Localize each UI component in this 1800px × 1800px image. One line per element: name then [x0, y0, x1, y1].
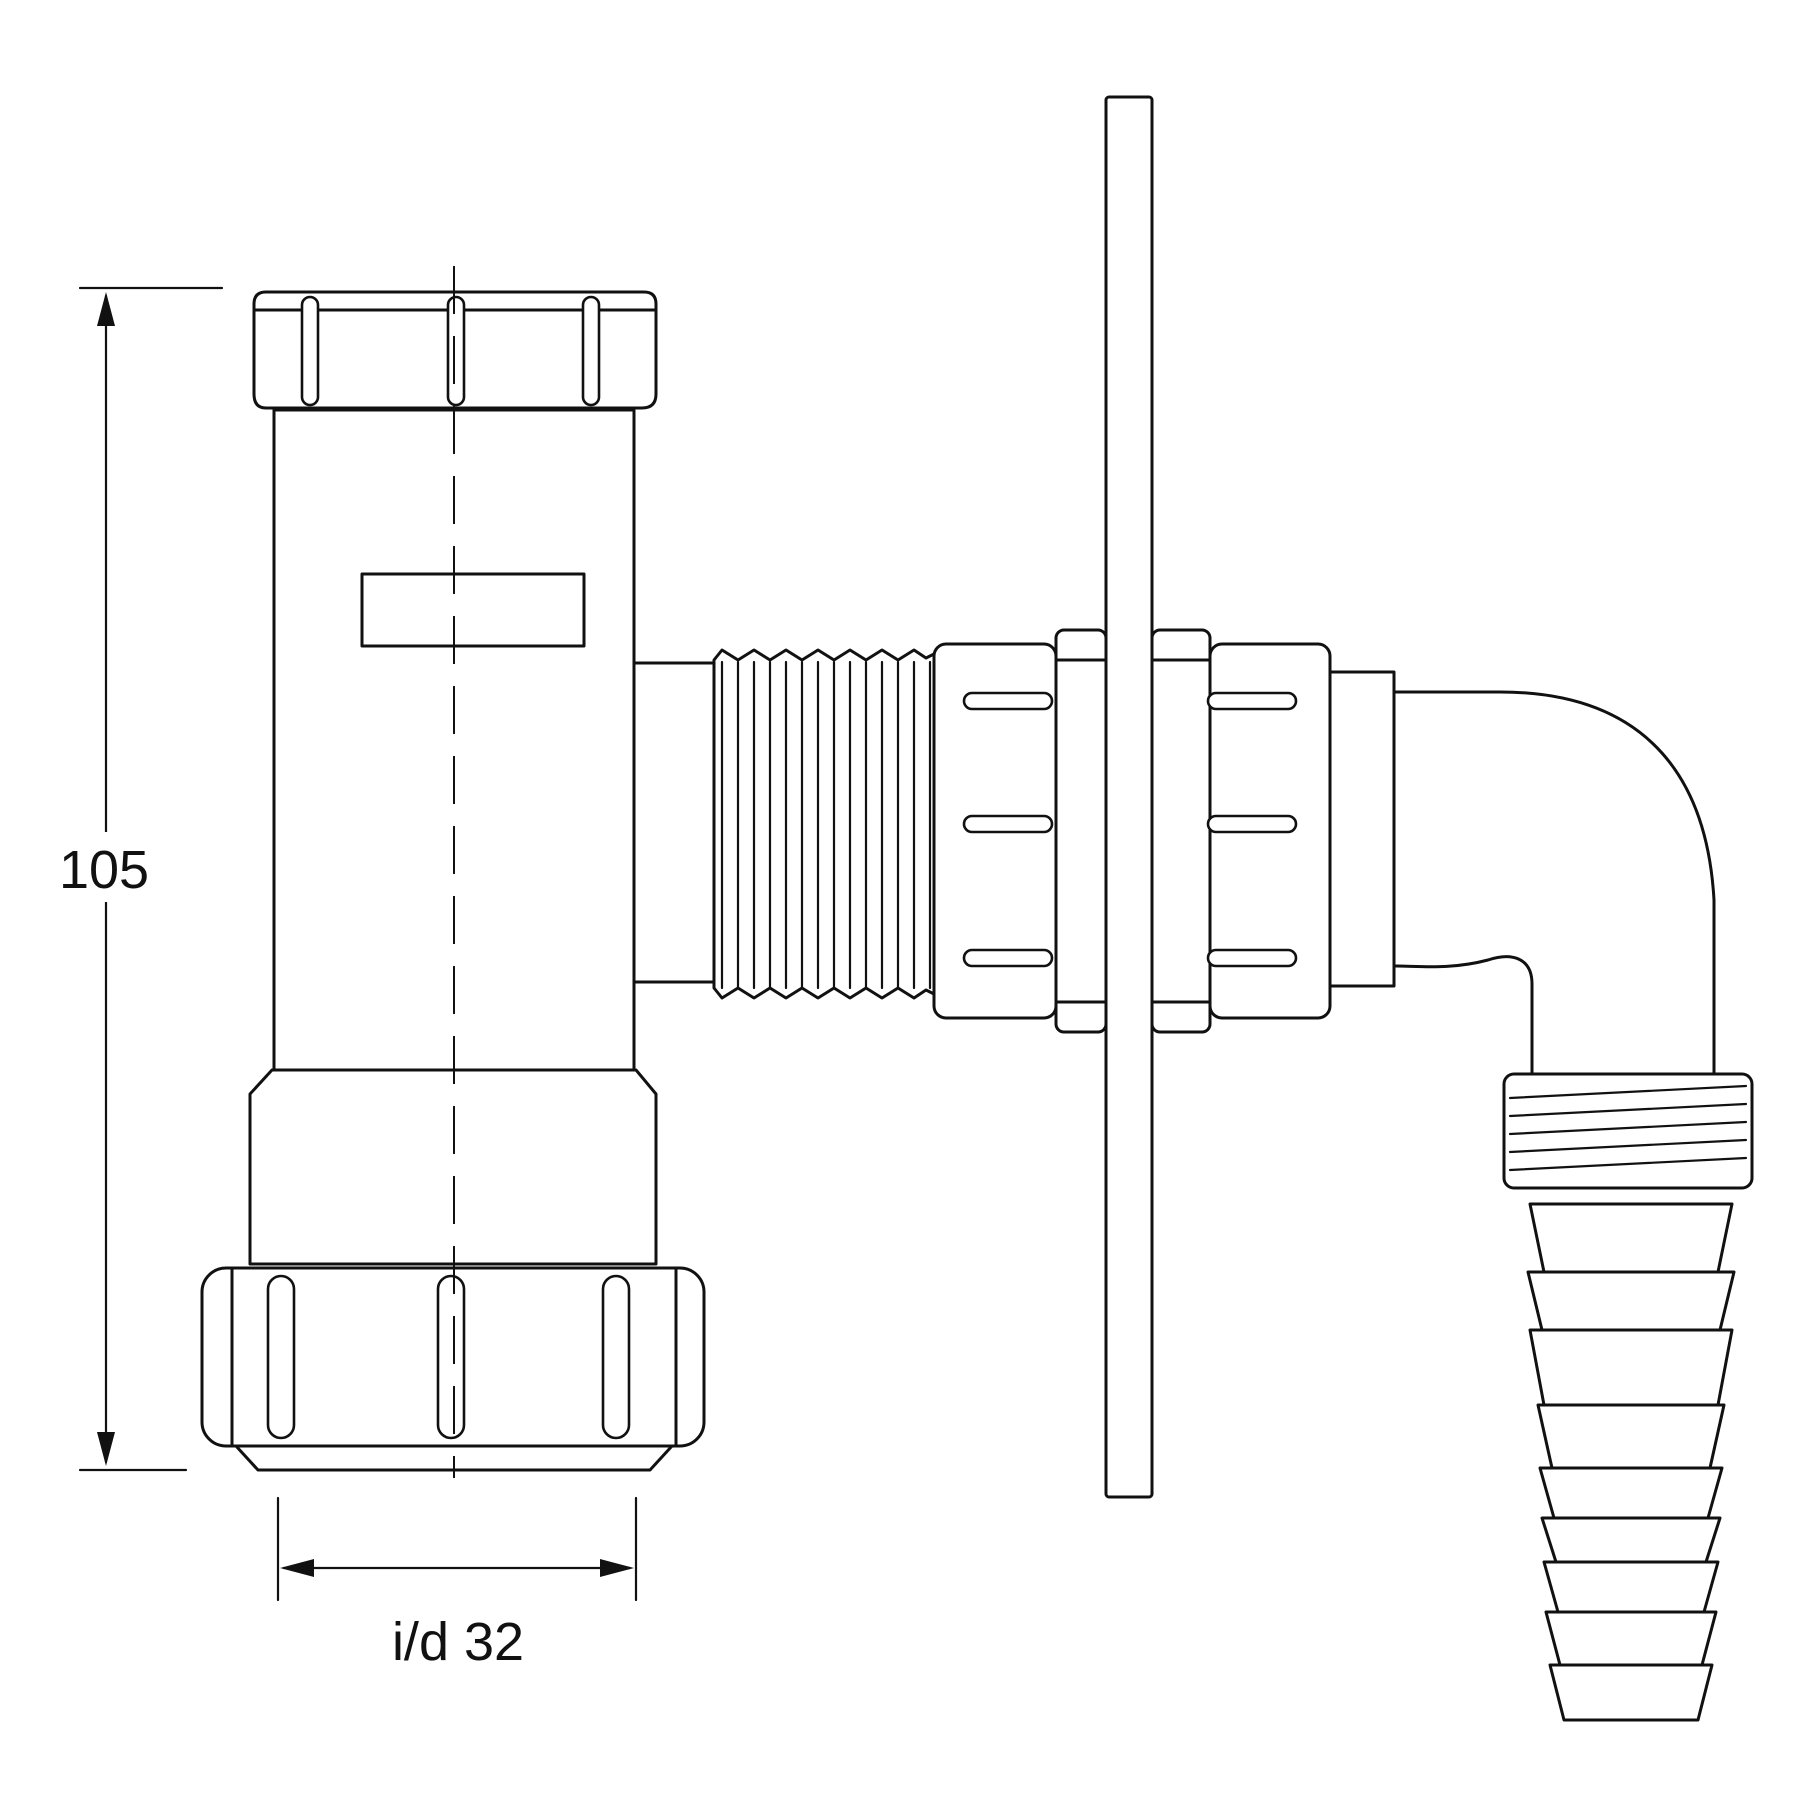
height-label-backdrop	[40, 832, 170, 902]
arrow-right-icon	[600, 1559, 634, 1577]
arrow-left-icon	[280, 1559, 314, 1577]
bottom-nut-grip	[436, 1274, 466, 1440]
height-label: 105	[59, 840, 149, 900]
top-nut-grip	[446, 295, 466, 407]
lower-spigot	[248, 1068, 658, 1266]
top-nut-grip	[581, 295, 601, 407]
hose-barb	[1540, 1516, 1722, 1564]
thread-line	[1508, 1120, 1748, 1136]
left-connector	[932, 628, 1108, 1034]
height-dimension: 105	[40, 286, 224, 1472]
hose-barb	[1542, 1560, 1720, 1614]
hose-ribs	[720, 660, 932, 990]
hose-tail	[1526, 1202, 1736, 1722]
wall-plate	[1104, 95, 1154, 1499]
left-connector-grip	[962, 814, 1054, 834]
left-washer	[1054, 628, 1108, 1034]
right-washer	[1150, 628, 1212, 1034]
thread-line	[1508, 1084, 1748, 1100]
elbow	[1392, 690, 1716, 1082]
left-connector-grip	[962, 691, 1054, 711]
thread-lines	[1508, 1084, 1748, 1172]
arrow-up-icon	[97, 292, 115, 326]
hose-barb	[1548, 1663, 1714, 1722]
hose-barb	[1528, 1202, 1734, 1274]
threaded-ring-body	[1502, 1072, 1754, 1190]
corrugated-hose	[712, 648, 940, 1000]
hose-barb	[1544, 1610, 1718, 1667]
hose-barb	[1536, 1403, 1726, 1470]
right-connector	[1150, 628, 1396, 1034]
hose-barb	[1526, 1270, 1736, 1332]
hose-barb	[1538, 1466, 1724, 1520]
elbow-body	[1392, 690, 1716, 1082]
right-connector-grip	[1206, 814, 1298, 834]
diameter-dimension: i/d 32	[276, 1496, 638, 1672]
thread-line	[1508, 1138, 1748, 1154]
right-connector-grip	[1206, 691, 1298, 711]
top-nut-grip	[300, 295, 320, 407]
thread-line	[1508, 1102, 1748, 1118]
left-connector-grip	[962, 948, 1054, 968]
threaded-ring	[1502, 1072, 1754, 1190]
bottom-nut-grip	[601, 1274, 631, 1440]
connector-collar	[1328, 670, 1396, 988]
arrow-down-icon	[97, 1432, 115, 1466]
diameter-label: i/d 32	[392, 1612, 524, 1672]
hose-barb	[1528, 1328, 1734, 1407]
bottom-nut	[200, 1266, 706, 1472]
thread-line	[1508, 1156, 1748, 1172]
label-window	[360, 572, 586, 648]
right-connector-grip	[1206, 948, 1298, 968]
bottom-nut-grip	[266, 1274, 296, 1440]
